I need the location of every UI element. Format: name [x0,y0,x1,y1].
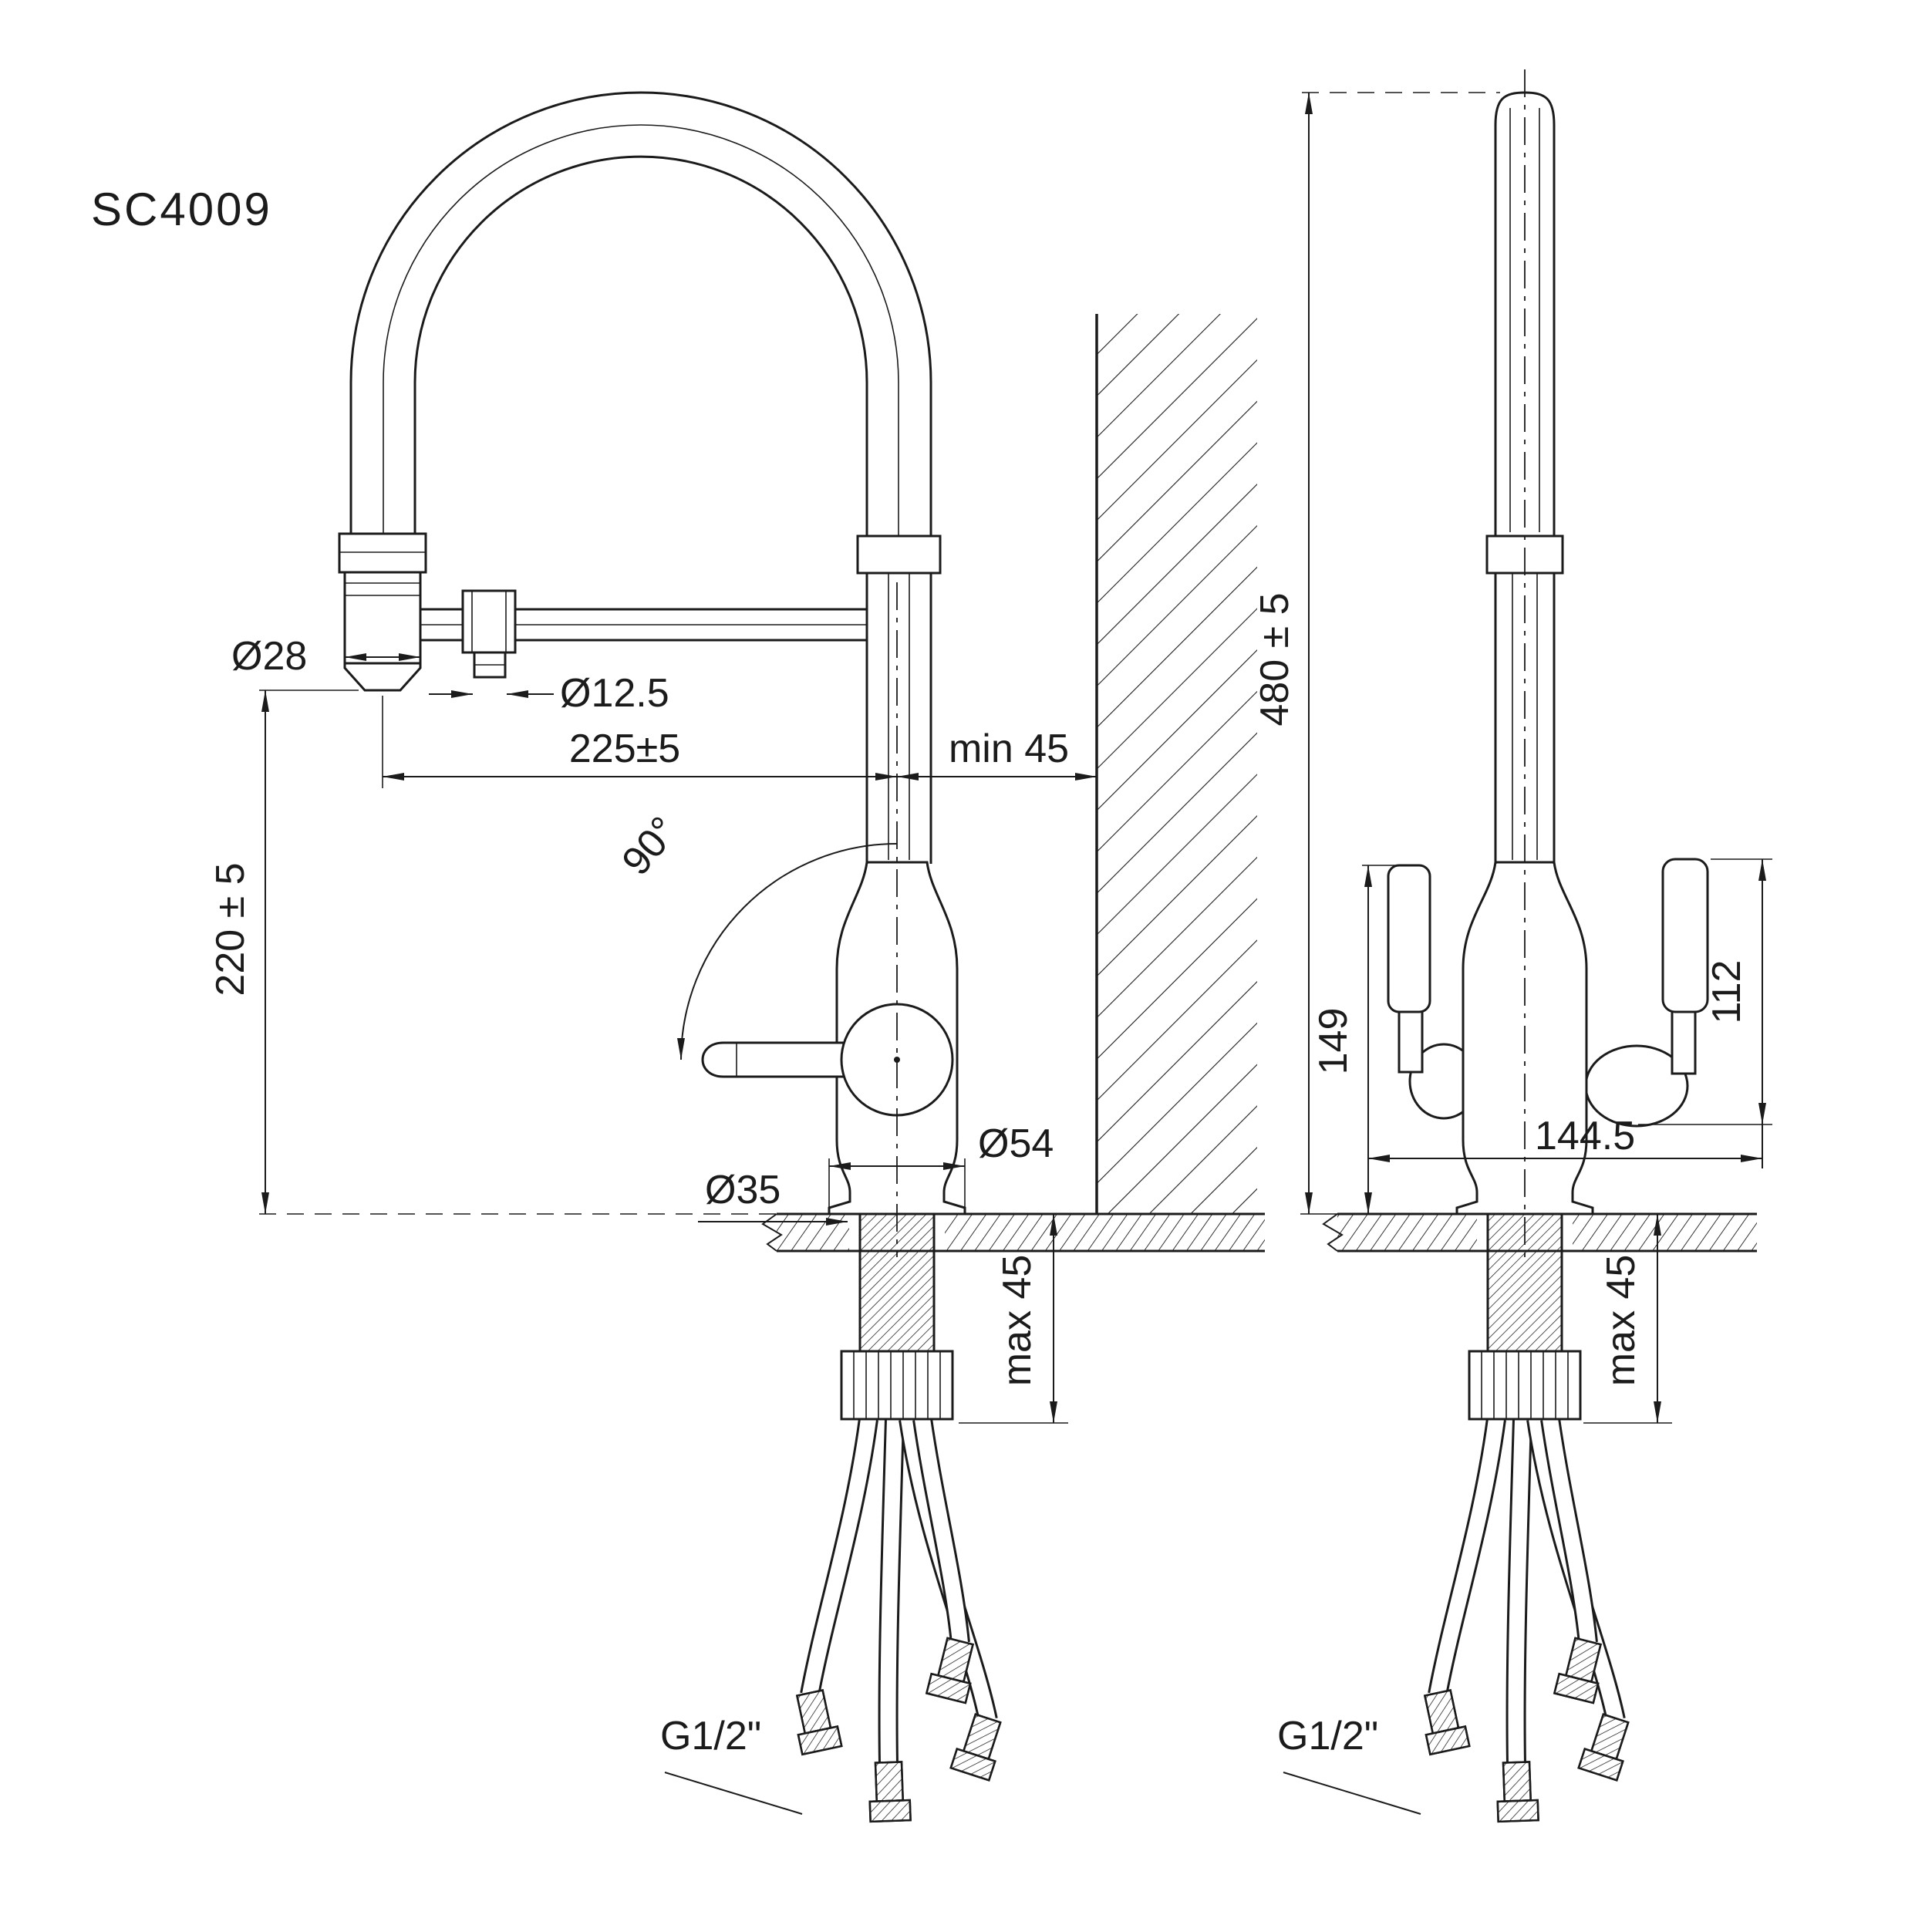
thread-size-label-side: G1/2" [1277,1714,1378,1758]
dim-wall-clearance-label: min 45 [949,727,1069,771]
dimensions-front: Ø28 Ø12.5 225±5 min 45 90° 220 ± 5 Ø54 Ø… [208,634,1097,1815]
dim-filter-handle-height-label: 149 [1311,1008,1356,1075]
dim-total-height-label: 480 ± 5 [1253,592,1297,726]
dim-base-diameter-label: Ø54 [978,1121,1054,1166]
countertop-section-front [761,1212,1265,1253]
dim-reach-label: 225±5 [569,727,680,771]
under-counter-assembly-front [791,1214,1007,1822]
model-number-label: SC4009 [91,184,272,235]
mixer-handle [1584,858,1709,1128]
dim-counter-thickness-label-front: max 45 [995,1255,1040,1387]
column-collar-front [856,534,942,575]
dim-hole-diameter-label: Ø35 [705,1168,781,1212]
wall-section [1095,314,1257,1214]
filter-handle [1387,864,1479,1120]
dim-spray-diameter-label: Ø28 [231,634,307,679]
dim-swivel-angle-label: 90° [613,808,686,884]
bar-joint-block [461,589,517,654]
dim-counter-thickness-label-side: max 45 [1599,1255,1644,1387]
dim-overall-width-label: 144.5 [1535,1114,1635,1158]
dim-spout-height-label: 220 ± 5 [208,862,253,996]
thread-size-label-front: G1/2" [660,1714,761,1758]
dim-mixer-handle-height-label: 112 [1704,960,1749,1024]
side-view-faucet [1387,69,1709,1257]
handle-lever-front [701,1041,858,1078]
spray-head [338,532,427,692]
dimensions-side: 480 ± 5 149 112 144.5 max 45 G1/2" [1253,92,1772,1815]
dim-bar-diameter-label: Ø12.5 [560,671,669,716]
front-view-faucet [338,91,966,1257]
